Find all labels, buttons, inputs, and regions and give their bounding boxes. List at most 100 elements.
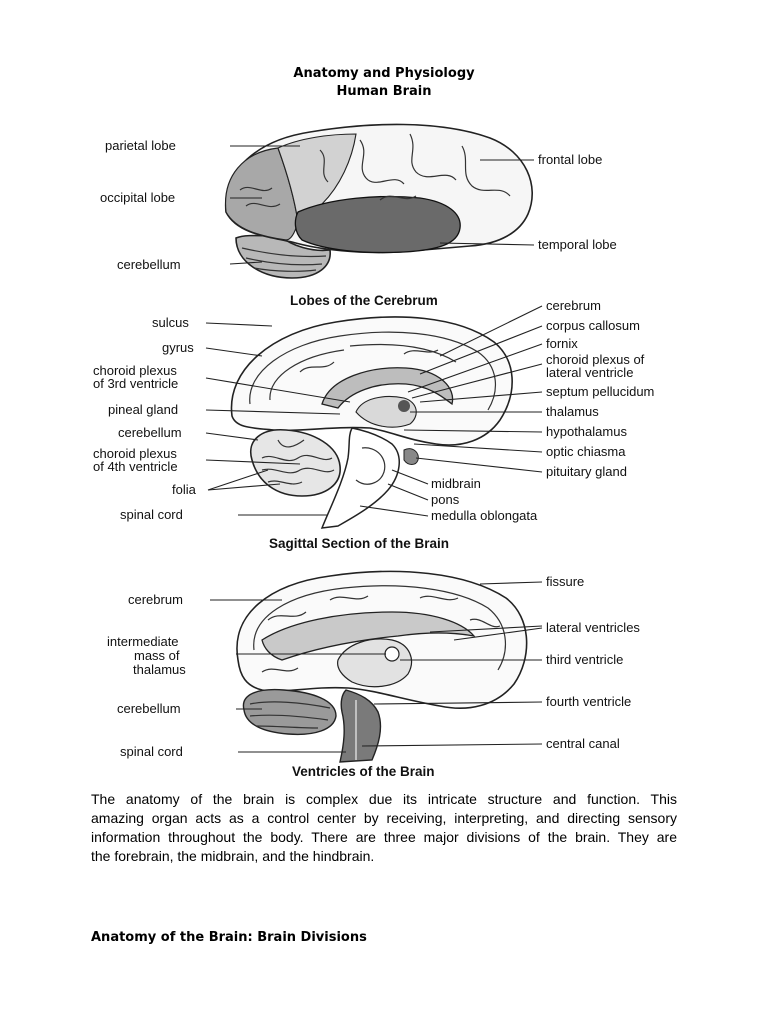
label-intermediate-line2: mass of <box>134 648 180 663</box>
leader-central <box>361 743 543 747</box>
label-choroid-lateral-line2: lateral ventricle <box>546 365 633 380</box>
label-choroid-4th-line2: of 4th ventricle <box>93 459 178 474</box>
label-choroid-4th-line1: choroid plexus <box>93 446 177 461</box>
pons-curve <box>355 447 386 485</box>
label-lateral-ventricles: lateral ventricles <box>546 620 640 635</box>
ventricles-brainstem <box>339 689 382 763</box>
figure-ventricles: cerebrum intermediate mass of thalamus c… <box>107 570 640 779</box>
body-paragraph: The anatomy of the brain is complex due … <box>91 790 677 866</box>
label-thalamus: thalamus <box>546 404 599 419</box>
label-cerebrum-ventricles: cerebrum <box>128 592 183 607</box>
label-choroid-3rd-line1: choroid plexus <box>93 363 177 378</box>
leader-fornix <box>407 343 543 393</box>
leader-sulcus <box>205 322 273 327</box>
leader-choroid-4th <box>205 459 301 465</box>
figure-lobes-of-cerebrum: parietal lobe occipital lobe cerebellum … <box>100 123 617 308</box>
label-cerebellum-sagittal: cerebellum <box>118 425 182 440</box>
label-pituitary-gland: pituitary gland <box>546 464 627 479</box>
section-heading: Anatomy of the Brain: Brain Divisions <box>91 930 367 945</box>
pituitary-shape <box>403 448 419 465</box>
leader-optic <box>413 443 543 453</box>
label-central-canal: central canal <box>546 736 620 751</box>
label-cerebrum: cerebrum <box>546 298 601 313</box>
leader-fissure <box>479 581 543 585</box>
cerebellum-folds <box>241 247 327 272</box>
label-parietal-lobe: parietal lobe <box>105 138 176 153</box>
label-optic-chiasma: optic chiasma <box>546 444 626 459</box>
leader-septum <box>419 391 543 403</box>
body-line-1: The anatomy of the brain is complex due … <box>91 791 677 807</box>
leader-cerebrum <box>439 305 543 357</box>
leader-pons <box>387 483 429 501</box>
label-choroid-3rd-line2: of 3rd ventricle <box>93 376 178 391</box>
label-hypothalamus: hypothalamus <box>546 424 627 439</box>
label-corpus-callosum: corpus callosum <box>546 318 640 333</box>
body-line-4: the forebrain, the midbrain, and the hin… <box>91 848 375 864</box>
fornix-dot <box>398 400 410 412</box>
leader-hypothalamus <box>403 429 543 433</box>
label-septum-pellucidum: septum pellucidum <box>546 384 654 399</box>
leader-cerebellum-2 <box>205 432 259 441</box>
brainstem-shape <box>320 427 400 529</box>
lateral-brain-illustration <box>224 123 533 279</box>
label-cerebellum-ventricles: cerebellum <box>117 701 181 716</box>
label-choroid-lateral-line1: choroid plexus of <box>546 352 645 367</box>
label-fornix: fornix <box>546 336 578 351</box>
leader-folia-a <box>207 469 269 491</box>
leader-choroid-lateral <box>411 363 543 399</box>
frontal-gyri <box>319 133 511 201</box>
sagittal-gyri <box>249 331 496 411</box>
label-folia: folia <box>172 482 197 497</box>
label-third-ventricle: third ventricle <box>546 652 623 667</box>
ventricles-cerebellum-folds <box>249 701 331 729</box>
intermediate-mass-shape <box>384 646 400 662</box>
label-pons: pons <box>431 492 460 507</box>
label-occipital-lobe: occipital lobe <box>100 190 175 205</box>
document-title: Anatomy and Physiology <box>293 66 475 81</box>
ventricles-cerebellum <box>242 688 337 736</box>
label-frontal-lobe: frontal lobe <box>538 152 602 167</box>
corpus-callosum-shape <box>321 367 454 409</box>
label-intermediate-line3: thalamus <box>133 662 186 677</box>
label-fourth-ventricle: fourth ventricle <box>546 694 631 709</box>
label-intermediate-line1: intermediate <box>107 634 179 649</box>
leader-temporal <box>439 242 535 246</box>
label-spinal-cord-ventricles: spinal cord <box>120 744 183 759</box>
leader-fourth <box>373 701 543 705</box>
label-temporal-lobe: temporal lobe <box>538 237 617 252</box>
leader-lateral-b <box>453 627 543 641</box>
leader-corpus <box>419 325 543 375</box>
body-line-3: information throughout the body. There a… <box>91 829 677 845</box>
sagittal-brain-illustration <box>230 316 513 529</box>
figure-sagittal-section: sulcus gyrus choroid plexus of 3rd ventr… <box>93 298 654 551</box>
document-subtitle: Human Brain <box>336 84 432 99</box>
leader-choroid-3rd <box>205 377 351 403</box>
label-sulcus: sulcus <box>152 315 189 330</box>
caption-sagittal: Sagittal Section of the Brain <box>269 536 449 551</box>
occipital-gyri <box>239 186 281 208</box>
label-gyrus: gyrus <box>162 340 194 355</box>
ventricles-brain-illustration <box>236 570 528 763</box>
folia-lines <box>261 439 335 485</box>
leader-medulla <box>359 505 429 517</box>
leader-lateral-a <box>429 625 543 633</box>
label-midbrain: midbrain <box>431 476 481 491</box>
label-cerebellum: cerebellum <box>117 257 181 272</box>
leader-gyrus <box>205 347 263 357</box>
leader-midbrain <box>391 469 429 485</box>
leader-pineal <box>205 409 341 415</box>
lateral-ventricles-shape <box>261 611 476 661</box>
label-medulla-oblongata: medulla oblongata <box>431 508 538 523</box>
sagittal-cerebellum <box>249 429 341 497</box>
leader-pituitary <box>415 457 543 473</box>
temporal-lobe-region <box>294 195 461 254</box>
caption-lobes: Lobes of the Cerebrum <box>290 293 438 308</box>
leader-folia-b <box>207 483 281 491</box>
leader-cerebellum <box>229 261 263 265</box>
label-pineal-gland: pineal gland <box>108 402 178 417</box>
ventricles-gyri <box>253 585 506 673</box>
caption-ventricles: Ventricles of the Brain <box>292 764 435 779</box>
label-spinal-cord: spinal cord <box>120 507 183 522</box>
label-fissure: fissure <box>546 574 584 589</box>
